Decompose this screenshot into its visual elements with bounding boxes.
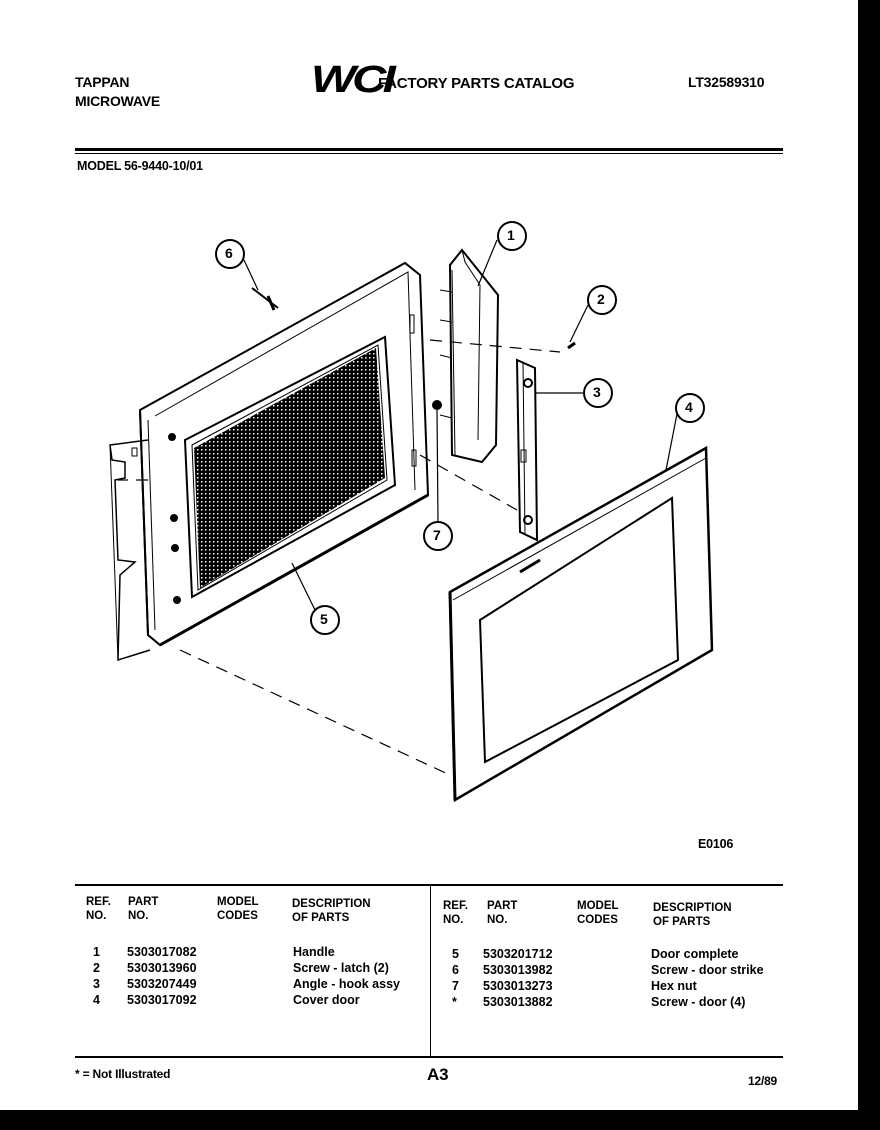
callout-5 [310, 605, 340, 635]
door-handle [439, 248, 500, 464]
callout-label-6: 6 [225, 245, 233, 261]
brand-line-2: MICROWAVE [75, 93, 161, 109]
figure-code: E0106 [698, 837, 734, 851]
header-rule-thin [75, 153, 783, 154]
table-row-desc: Hex nut [651, 979, 697, 993]
table-row-ref: 2 [93, 961, 100, 975]
col-ref-left: REF. NO. [86, 896, 111, 922]
catalog-page: TAPPAN MICROWAVE WCI FACTORY PARTS CATAL… [0, 0, 858, 1110]
angle-hook-assembly [515, 358, 539, 542]
callout-7 [423, 521, 453, 551]
table-row-desc: Cover door [293, 993, 360, 1007]
footnote: * = Not Illustrated [75, 1067, 171, 1081]
hinge-bracket [109, 439, 151, 662]
catalog-title: FACTORY PARTS CATALOG [378, 75, 575, 92]
hex-nut [432, 400, 442, 410]
callout-label-4: 4 [685, 399, 693, 415]
col-part-right: PART NO. [487, 900, 518, 926]
table-row-part: 5303207449 [127, 977, 197, 991]
table-row-part: 5303013273 [483, 979, 553, 993]
table-row-ref: 5 [452, 947, 459, 961]
table-row-part: 5303013982 [483, 963, 553, 977]
col-model-left: MODEL CODES [217, 896, 259, 922]
table-row-ref: * [452, 995, 457, 1009]
table-row-ref: 1 [93, 945, 100, 959]
assembly-guide-lines [118, 339, 561, 776]
table-row-ref: 3 [93, 977, 100, 991]
table-row-ref: 6 [452, 963, 459, 977]
page-number: A3 [427, 1065, 449, 1084]
table-top-rule [75, 884, 783, 886]
table-row-ref: 7 [452, 979, 459, 993]
table-row-desc: Screw - door strike [651, 963, 764, 977]
table-row-part: 5303013882 [483, 995, 553, 1009]
col-ref-right: REF. NO. [443, 900, 468, 926]
table-row-part: 5303013960 [127, 961, 197, 975]
table-row-desc: Screw - latch (2) [293, 961, 389, 975]
callout-label-2: 2 [597, 291, 605, 307]
door-strike-screw [251, 287, 279, 311]
col-part-left: PART NO. [128, 896, 159, 922]
callout-3 [583, 378, 613, 408]
brand-line-1: TAPPAN [75, 74, 130, 90]
col-desc-left: DESCRIPTION OF PARTS [292, 898, 371, 924]
latch-screw [567, 341, 576, 350]
exploded-parts-diagram [109, 221, 714, 803]
catalog-number: LT32589310 [688, 74, 765, 90]
wci-logo: WCI [311, 59, 396, 101]
table-row-part: 5303201712 [483, 947, 553, 961]
callout-6 [215, 239, 245, 269]
table-row-desc: Handle [293, 945, 335, 959]
table-row-part: 5303017092 [127, 993, 197, 1007]
col-model-right: MODEL CODES [577, 900, 619, 926]
table-row-desc: Screw - door (4) [651, 995, 746, 1009]
callout-label-7: 7 [433, 527, 441, 543]
cover-door [448, 445, 714, 803]
callout-1 [497, 221, 527, 251]
table-row-desc: Door complete [651, 947, 739, 961]
table-bottom-rule [75, 1056, 783, 1058]
table-row-ref: 4 [93, 993, 100, 1007]
callout-label-3: 3 [593, 384, 601, 400]
table-row-desc: Angle - hook assy [293, 977, 400, 991]
callout-4 [675, 393, 705, 423]
callout-2 [587, 285, 617, 315]
table-divider [430, 886, 431, 1058]
callout-label-1: 1 [507, 227, 515, 243]
table-row-part: 5303017082 [127, 945, 197, 959]
col-desc-right: DESCRIPTION OF PARTS [653, 902, 732, 928]
catalog-date: 12/89 [748, 1074, 778, 1088]
callout-label-5: 5 [320, 611, 328, 627]
header-rule [75, 148, 783, 151]
model-number: MODEL 56-9440-10/01 [77, 159, 203, 173]
